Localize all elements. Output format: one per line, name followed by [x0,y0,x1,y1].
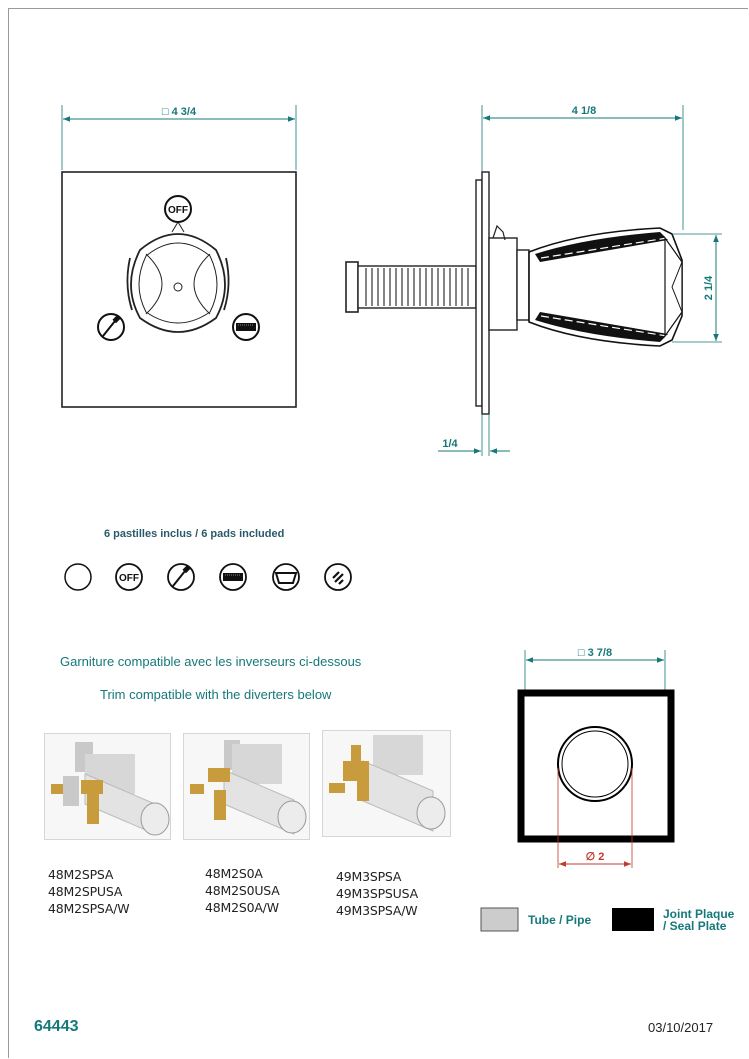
svg-text:OFF: OFF [119,573,139,584]
body-jet-pad-icon [324,563,352,591]
side-view: 4 1/8 2 1/4 1/4 [345,105,722,456]
model-code: 48M2S0A [205,866,263,881]
bathtub-pad-icon [272,563,300,591]
blank-pad-icon [64,563,92,591]
off-pad-icon: OFF [115,563,143,591]
model-code: 48M2SPSA/W [48,901,130,916]
model-list-1: 48M2SPSA 48M2SPUSA 48M2SPSA/W [48,866,130,917]
handshower-pad-icon [167,563,195,591]
rain-shower-icon [232,313,260,341]
pipe-diameter-dimension: ∅ 2 [586,851,605,863]
compatibility-french: Garniture compatible avec les inverseurs… [60,654,362,669]
document-date: 03/10/2017 [648,1020,714,1035]
legend-tube-label: Tube / Pipe [528,913,592,927]
depth-dimension: 4 1/8 [572,105,596,117]
page-frame [8,8,748,1058]
document-number: 64443 [34,1018,79,1035]
product-photo-1 [44,733,171,840]
model-code: 48M2S0USA [205,883,280,898]
model-code: 48M2S0A/W [205,900,279,915]
legend-plaque-line2: / Seal Plate [663,919,727,933]
model-code: 49M3SPSUSA [336,886,418,901]
product-photo-3 [322,730,451,837]
wall-plate-side [475,179,483,407]
tube-swatch [480,907,519,932]
compatibility-english: Trim compatible with the diverters below [100,687,332,702]
legend [480,907,654,932]
legend-plaque-label: Joint Plaque / Seal Plate [663,908,734,932]
model-code: 49M3SPSA/W [336,903,418,918]
seal-outer-dimension: □ 3 7/8 [578,647,612,659]
handle-height-dimension: 2 1/4 [703,275,715,300]
off-icon: OFF [164,195,192,223]
width-dimension: □ 4 3/4 [162,106,197,118]
plate-thickness-dimension: 1/4 [442,438,458,450]
handle-side [528,227,683,347]
seal-plate-swatch [612,908,654,931]
model-code: 48M2SPSA [48,867,114,882]
front-view: □ 4 3/4 OFF [61,105,297,408]
pads-title: 6 pastilles inclus / 6 pads included [104,528,285,540]
rain-shower-pad-icon [219,563,247,591]
model-code: 49M3SPSA [336,869,402,884]
model-list-2: 48M2S0A 48M2S0USA 48M2S0A/W [205,865,280,916]
seal-plate-view: □ 3 7/8 ∅ 2 [517,647,675,868]
handshower-icon [97,313,125,341]
model-list-3: 49M3SPSA 49M3SPSUSA 49M3SPSA/W [336,868,418,919]
pads-row: OFF [64,563,352,591]
legend-plaque-line1: Joint Plaque [663,907,735,921]
svg-text:OFF: OFF [168,205,188,216]
product-photo-2 [183,733,310,840]
model-code: 48M2SPUSA [48,884,123,899]
